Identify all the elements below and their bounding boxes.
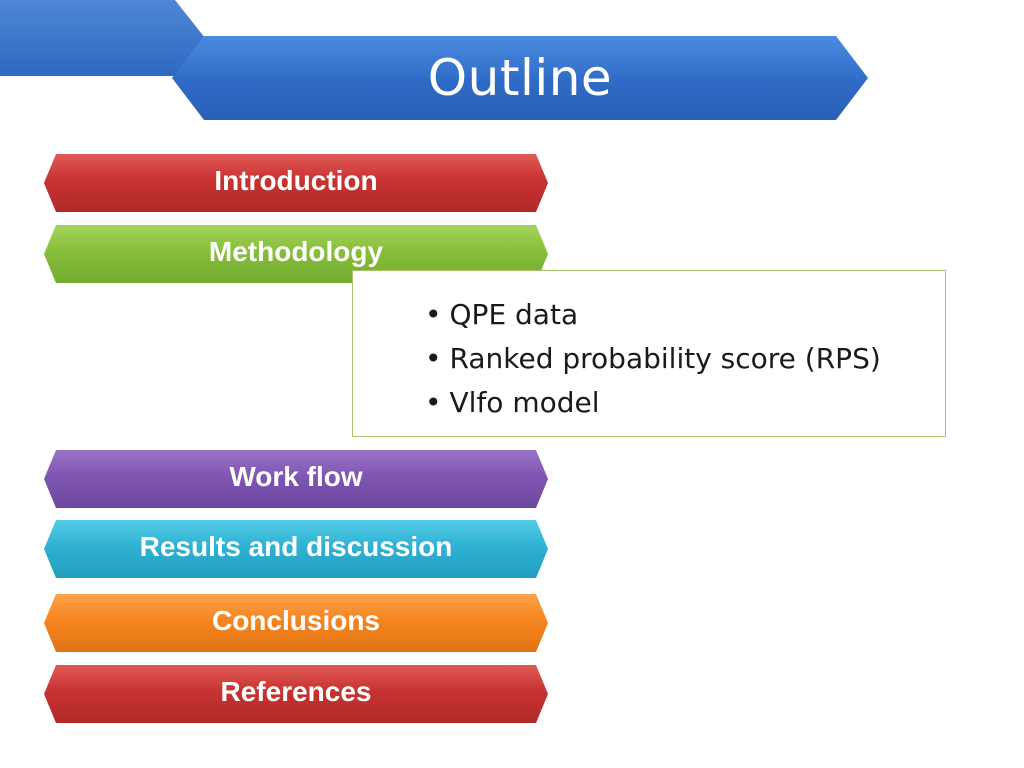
detail-text: Ranked probability score (RPS) — [449, 342, 881, 375]
detail-item: •Ranked probability score (RPS) — [425, 337, 881, 381]
detail-item: •QPE data — [425, 293, 881, 337]
methodology-detail-box: •QPE data •Ranked probability score (RPS… — [352, 270, 946, 437]
section-results-and-discussion: Results and discussion — [44, 520, 548, 578]
bullet-icon: • — [425, 298, 442, 331]
detail-text: Vlfo model — [449, 386, 600, 419]
bullet-icon: • — [425, 386, 442, 419]
section-introduction: Introduction — [44, 154, 548, 212]
section-label: Results and discussion — [139, 531, 453, 562]
section-label: Work flow — [229, 461, 363, 492]
section-work-flow: Work flow — [44, 450, 548, 508]
section-label: References — [220, 676, 372, 707]
detail-item: •Vlfo model — [425, 381, 881, 425]
bullet-icon: • — [425, 342, 442, 375]
detail-text: QPE data — [449, 298, 579, 331]
section-label: Methodology — [208, 236, 384, 267]
methodology-detail-list: •QPE data •Ranked probability score (RPS… — [425, 293, 881, 425]
section-conclusions: Conclusions — [44, 594, 548, 652]
corner-tab-shape — [0, 0, 205, 76]
section-references: References — [44, 665, 548, 723]
section-label: Conclusions — [211, 605, 380, 636]
section-methodology: Methodology — [44, 225, 548, 283]
section-label: Introduction — [214, 165, 378, 196]
title-banner: Outline — [172, 36, 868, 120]
slide-title: Outline — [427, 49, 613, 107]
